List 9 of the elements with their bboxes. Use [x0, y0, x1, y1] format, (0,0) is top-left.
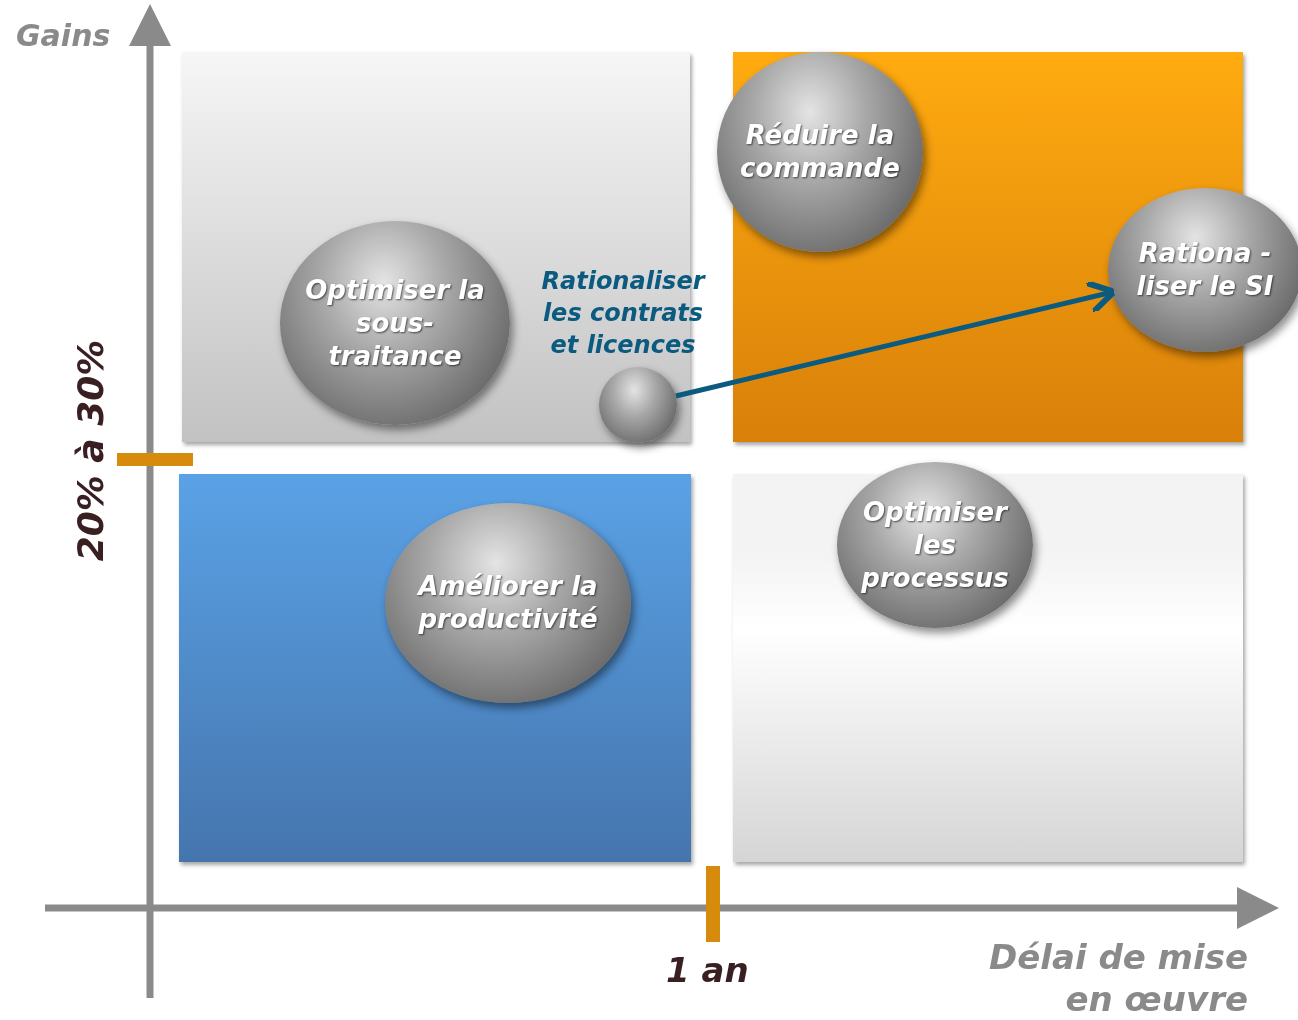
- bubble-label: Rationa -liser le SI: [1135, 237, 1275, 303]
- axis-value-label: 20% à 30%: [69, 338, 111, 564]
- bubble-caption: Rationaliser les contrats et licences: [540, 266, 707, 361]
- bubble-label: Améliorer la productivité: [416, 570, 599, 636]
- axis-title: Gains: [16, 18, 111, 53]
- arrow: [675, 279, 1118, 399]
- axis-title: Délai de mise en œuvre: [988, 936, 1248, 1020]
- bubble-label: Réduire la commande: [739, 119, 901, 185]
- axis-value-label: 1 an: [666, 950, 749, 990]
